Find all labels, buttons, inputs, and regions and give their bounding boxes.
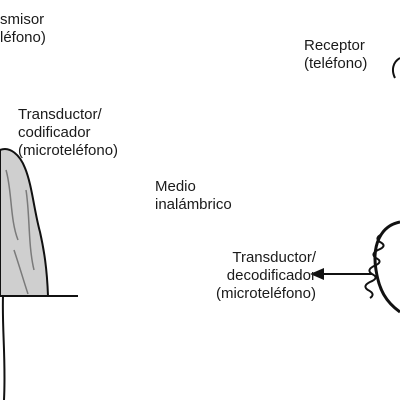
transmitter-figure-shading xyxy=(5,169,35,295)
decoder-label-line3: (microteléfono) xyxy=(215,285,316,302)
decoder-arrowhead-icon xyxy=(310,268,324,280)
decoder-label-line2: decodificador xyxy=(226,267,316,284)
medium-label-line2: inalámbrico xyxy=(155,196,232,213)
decoder-label: Transductor/ decodificador (microteléfon… xyxy=(186,249,316,303)
transmitter-label-line2: léfono) xyxy=(0,29,46,46)
decoder-label-line1: Transductor/ xyxy=(232,249,316,266)
encoder-label: Transductor/ codificador (microteléfono) xyxy=(18,106,118,160)
receiver-label: Receptor (teléfono) xyxy=(304,37,367,73)
receiver-label-line1: Receptor xyxy=(304,37,365,54)
medium-label: Medio inalámbrico xyxy=(155,178,232,214)
transmitter-handset-cord xyxy=(1,295,6,400)
encoder-label-line2: codificador xyxy=(18,124,91,141)
encoder-label-line1: Transductor/ xyxy=(18,106,102,123)
encoder-label-line3: (microteléfono) xyxy=(18,142,119,159)
transmitter-person-figure xyxy=(0,148,50,297)
medium-label-line1: Medio xyxy=(155,178,196,195)
receiver-label-line2: (teléfono) xyxy=(304,55,368,72)
transmitter-label: smisor léfono) xyxy=(0,11,46,47)
transmitter-label-line1: smisor xyxy=(0,11,45,28)
receiver-telephone-cord-icon xyxy=(373,220,400,314)
receiver-telephone-coil-icon xyxy=(364,233,385,299)
receiver-handset-icon xyxy=(391,57,400,79)
